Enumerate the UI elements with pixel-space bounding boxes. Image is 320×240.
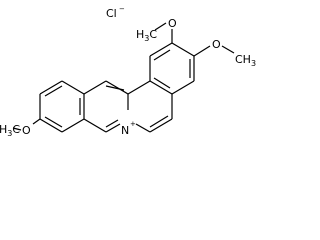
double-bond <box>105 119 119 128</box>
bond <box>32 118 41 125</box>
bond <box>83 80 107 95</box>
bond <box>221 45 235 54</box>
oxygen-right: O <box>212 38 221 51</box>
bond <box>61 80 85 95</box>
double-bond <box>105 85 125 91</box>
bond <box>193 45 211 57</box>
bond <box>83 118 107 133</box>
methyl-top: H3C <box>136 28 157 43</box>
bond <box>149 118 173 133</box>
chloride-ion: Cl − <box>106 5 125 20</box>
bond <box>61 118 85 133</box>
bond <box>105 80 129 95</box>
double-bond <box>44 85 63 97</box>
bond <box>39 118 63 133</box>
atom-labels: O H3C O CH3 N + O H3C <box>0 17 256 138</box>
ring-bonds <box>39 42 195 133</box>
bond <box>127 80 151 95</box>
double-bond <box>153 49 171 61</box>
oxygen-top: O <box>168 17 177 30</box>
chloride-symbol: Cl <box>106 7 117 20</box>
chemical-structure: Cl − <box>0 5 256 138</box>
double-bond <box>149 115 169 128</box>
bond <box>149 42 173 57</box>
bond <box>171 42 195 57</box>
nitrogen-charge: + <box>130 120 136 128</box>
double-bond <box>153 77 171 89</box>
bond <box>171 80 195 95</box>
double-bond <box>44 116 63 128</box>
bond <box>105 123 121 133</box>
methyl-right: CH3 <box>235 53 256 68</box>
chloride-charge: − <box>119 5 125 13</box>
bond <box>39 80 63 95</box>
oxygen-left: O <box>22 124 31 137</box>
methyl-left: H3C <box>0 123 20 138</box>
bond <box>154 22 167 31</box>
nitrogen: N <box>121 124 129 137</box>
bond <box>12 127 22 131</box>
bond <box>135 123 151 133</box>
bond <box>149 80 173 95</box>
methoxy-bonds <box>12 22 235 131</box>
